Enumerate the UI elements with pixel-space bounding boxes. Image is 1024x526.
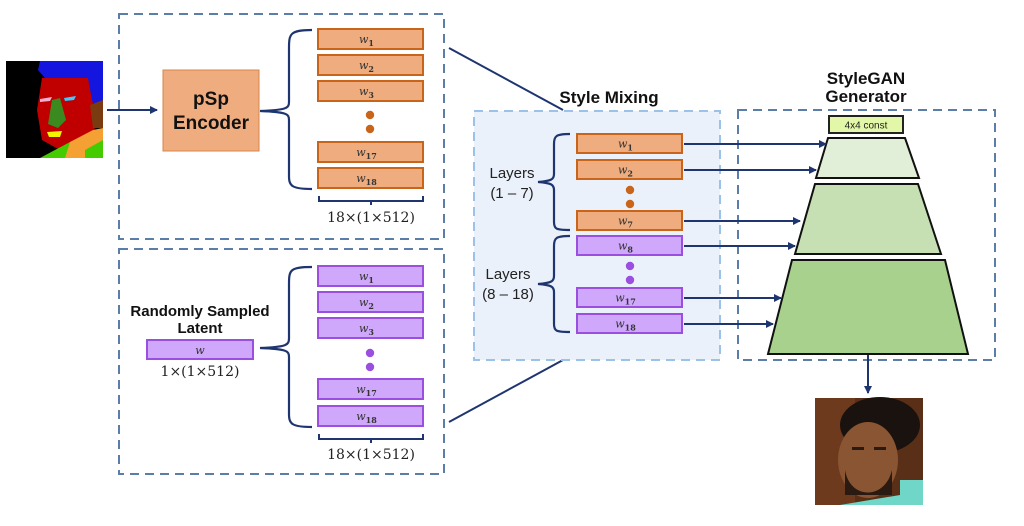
layers-group2-line1: Layers: [485, 266, 530, 283]
latent-label: w18: [356, 410, 377, 425]
random-dim-bracket: [318, 434, 424, 443]
latent-label: w18: [615, 318, 636, 333]
generator-block-mid-res: [793, 183, 943, 255]
const-label: 4x4 const: [845, 121, 888, 132]
latent-vector-w1: w1: [576, 133, 683, 154]
input-segmentation-image: [6, 61, 103, 158]
random-title-line2: Latent: [178, 320, 223, 337]
latent-label: w3: [359, 85, 374, 100]
ellipsis-dot: [625, 275, 635, 285]
encoder-latent-stack: w1 w2 w3 w17 w18: [317, 28, 424, 189]
latent-vector-w18: w18: [317, 167, 424, 189]
ellipsis-dot: [365, 124, 375, 134]
latent-label: w8: [618, 240, 633, 255]
layers-group1-line1: Layers: [489, 165, 534, 182]
latent-label: w2: [359, 59, 374, 74]
layers-group2-line2: (8 – 18): [482, 286, 534, 303]
random-brace: [259, 265, 313, 429]
random-latent-stack: w1 w2 w3 w17 w18: [317, 265, 424, 427]
random-panel-border: [118, 248, 445, 475]
encoder-brace: [259, 28, 313, 191]
latent-label: w1: [618, 138, 633, 153]
generator-panel-border: [737, 109, 996, 361]
latent-label: w2: [359, 296, 374, 311]
ellipsis-dot: [625, 261, 635, 271]
latent-label: w17: [615, 292, 636, 307]
layers-1-7-brace: [537, 132, 571, 232]
latent-label: w7: [618, 215, 633, 230]
latent-label: w1: [359, 33, 374, 48]
latent-vector-w2: w2: [317, 291, 424, 313]
output-face-image: [815, 397, 923, 505]
latent-label: w2: [618, 164, 633, 179]
random-latent-label: w: [195, 344, 205, 357]
encoder-label-line2: Encoder: [173, 113, 250, 134]
encoder-dim-bracket: [318, 196, 424, 205]
ellipsis-dot: [625, 199, 635, 209]
ellipsis-dot: [365, 348, 375, 358]
latent-vector-w1: w1: [317, 28, 424, 50]
latent-vector-w18: w18: [576, 313, 683, 334]
latent-label: w17: [356, 146, 377, 161]
latent-vector-w2: w2: [576, 159, 683, 180]
latent-vector-w3: w3: [317, 80, 424, 102]
random-dimension-label: 18×(1×512): [327, 447, 415, 463]
random-title-line1: Randomly Sampled: [130, 303, 269, 320]
mixed-latent-stack: w1 w2 w7 w8 w17 w18: [576, 133, 683, 334]
encoder-dimension-label: 18×(1×512): [327, 210, 415, 226]
latent-vector-w17: w17: [317, 378, 424, 400]
latent-vector-w1: w1: [317, 265, 424, 287]
generator-title-line2: Generator: [825, 87, 907, 106]
random-latent-dim: 1×(1×512): [161, 364, 240, 380]
latent-vector-w17: w17: [317, 141, 424, 163]
ellipsis-dot: [365, 110, 375, 120]
random-to-mixing-line: [448, 359, 564, 423]
psp-encoder-block: pSp Encoder: [162, 69, 260, 152]
latent-vector-w17: w17: [576, 287, 683, 308]
style-mixing-title: Style Mixing: [559, 88, 658, 107]
generator-block-low-res: [814, 137, 921, 179]
layers-8-18-brace: [537, 234, 571, 334]
ellipsis-dot: [625, 185, 635, 195]
ellipsis-dot: [365, 362, 375, 372]
latent-label: w3: [359, 322, 374, 337]
latent-label: w17: [356, 383, 377, 398]
encoder-panel-border: [118, 13, 445, 240]
latent-vector-w2: w2: [317, 54, 424, 76]
encoder-label-line1: pSp: [193, 89, 229, 110]
latent-vector-w3: w3: [317, 317, 424, 339]
latent-vector-w7: w7: [576, 210, 683, 231]
generator-title-line1: StyleGAN: [827, 69, 905, 88]
latent-label: w1: [359, 270, 374, 285]
encoder-to-mixing-line: [448, 47, 564, 111]
random-latent-w: w: [146, 339, 254, 360]
style-injection-arrows: [684, 140, 827, 328]
layers-group1-line2: (1 – 7): [490, 185, 533, 202]
latent-label: w18: [356, 172, 377, 187]
latent-vector-w18: w18: [317, 405, 424, 427]
latent-vector-w8: w8: [576, 235, 683, 256]
const-input-block: 4x4 const: [828, 115, 904, 134]
generator-block-high-res: [766, 259, 970, 355]
